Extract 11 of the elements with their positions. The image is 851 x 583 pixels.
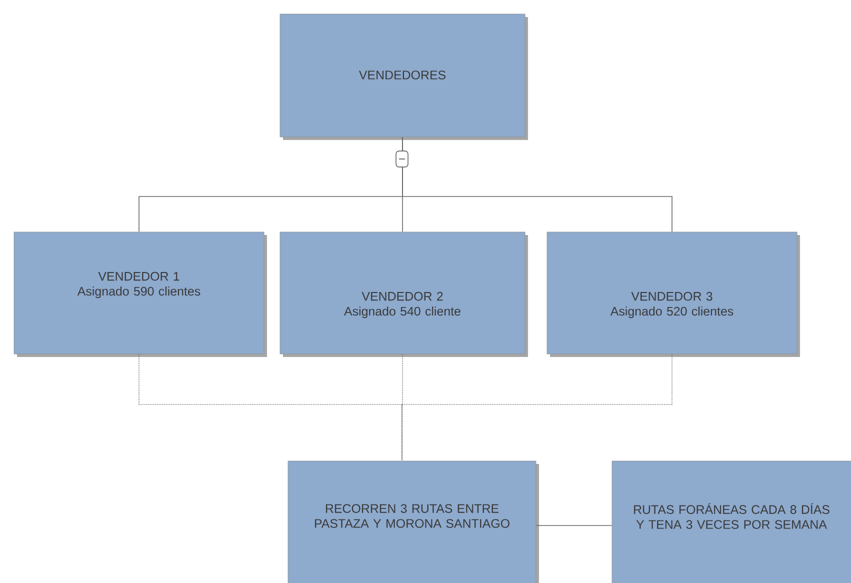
process-box: VENDEDOR 1 Asignado 590 clientes bbox=[14, 232, 267, 357]
connector bbox=[138, 354, 402, 462]
process-box: VENDEDORES bbox=[280, 14, 528, 140]
connector bbox=[402, 354, 403, 462]
process-box: RECORREN 3 RUTAS ENTRE PASTAZA Y MORONA SANTIAGO bbox=[288, 460, 539, 583]
process-box: RUTAS FORÁNEAS CADA 8 DÍAS Y TENA 3 VECES POR SEMANA bbox=[612, 460, 851, 583]
process-box: VENDEDOR 2 Asignado 540 cliente bbox=[280, 232, 528, 357]
connector bbox=[402, 354, 672, 462]
connector bbox=[536, 525, 612, 526]
process-box: VENDEDOR 3 Asignado 520 clientes bbox=[546, 232, 800, 357]
connector bbox=[402, 136, 672, 232]
